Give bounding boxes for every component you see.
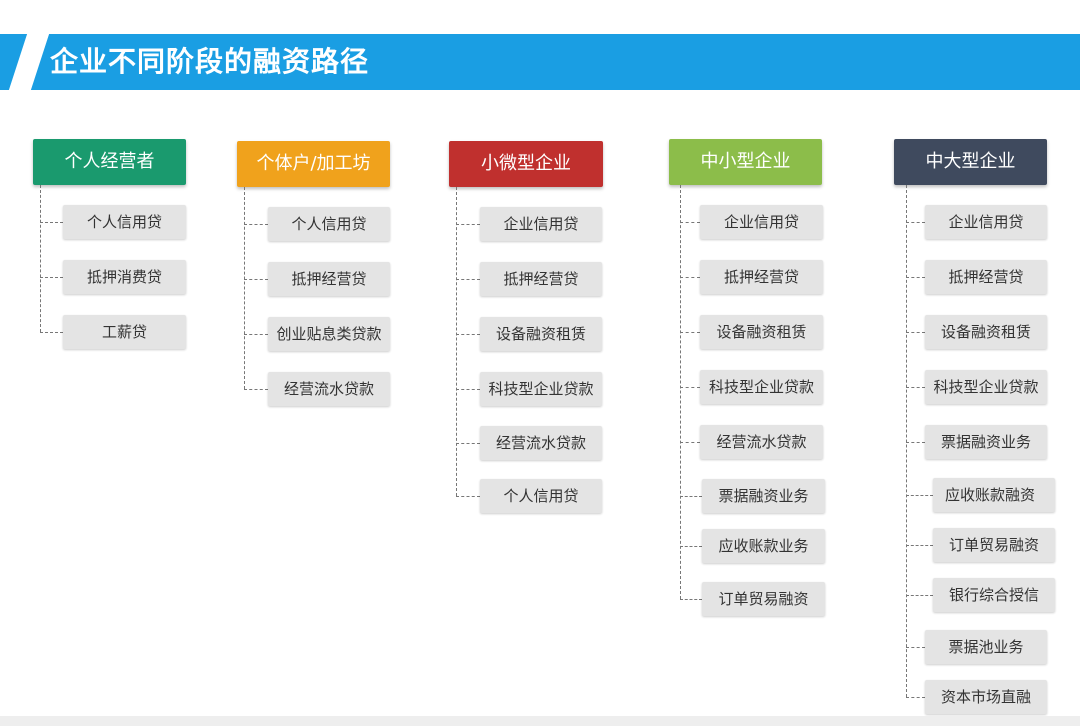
financing-item: 个人信用贷 xyxy=(268,207,390,241)
financing-item: 科技型企业贷款 xyxy=(480,372,602,406)
financing-item: 个人信用贷 xyxy=(480,479,602,513)
financing-item: 抵押经营贷 xyxy=(268,262,390,296)
financing-item: 订单贸易融资 xyxy=(933,528,1055,562)
tree-branch xyxy=(456,279,480,280)
tree-connector-line xyxy=(906,185,907,697)
tree-branch xyxy=(680,496,702,497)
financing-item: 设备融资租赁 xyxy=(700,315,823,349)
tree-connector-line xyxy=(680,185,681,599)
tree-branch xyxy=(680,442,700,443)
financing-item: 设备融资租赁 xyxy=(480,317,602,351)
tree-branch xyxy=(680,387,700,388)
page-title: 企业不同阶段的融资路径 xyxy=(50,45,370,78)
tree-branch xyxy=(680,277,700,278)
tree-branch xyxy=(906,595,933,596)
tree-branch xyxy=(906,277,925,278)
financing-item: 票据融资业务 xyxy=(702,479,825,513)
stage-header: 中大型企业 xyxy=(894,139,1047,185)
tree-connector-line xyxy=(456,187,457,496)
tree-branch xyxy=(906,495,933,496)
tree-branch xyxy=(680,599,702,600)
financing-item: 抵押经营贷 xyxy=(925,260,1047,294)
tree-branch xyxy=(906,647,925,648)
financing-item: 企业信用贷 xyxy=(700,205,823,239)
tree-branch xyxy=(244,389,268,390)
tree-branch xyxy=(40,277,63,278)
stage-header: 个体户/加工坊 xyxy=(237,141,390,187)
tree-branch xyxy=(456,443,480,444)
tree-branch xyxy=(456,334,480,335)
financing-item: 应收账款融资 xyxy=(933,478,1055,512)
financing-item: 科技型企业贷款 xyxy=(925,370,1047,404)
financing-item: 企业信用贷 xyxy=(925,205,1047,239)
tree-branch xyxy=(456,389,480,390)
tree-branch xyxy=(40,332,63,333)
financing-item: 票据融资业务 xyxy=(925,425,1047,459)
financing-item: 抵押消费贷 xyxy=(63,260,186,294)
tree-branch xyxy=(456,224,480,225)
tree-branch xyxy=(906,387,925,388)
tree-branch xyxy=(680,222,700,223)
stage-header: 个人经营者 xyxy=(33,139,186,185)
financing-item: 票据池业务 xyxy=(925,630,1047,664)
tree-branch xyxy=(906,332,925,333)
tree-connector-line xyxy=(244,187,245,389)
tree-branch xyxy=(244,279,268,280)
financing-item: 个人信用贷 xyxy=(63,205,186,239)
financing-item: 经营流水贷款 xyxy=(268,372,390,406)
tree-branch xyxy=(906,442,925,443)
tree-branch xyxy=(40,222,63,223)
tree-connector-line xyxy=(40,185,41,332)
tree-branch xyxy=(906,222,925,223)
financing-item: 订单贸易融资 xyxy=(702,582,825,616)
stage-header: 中小型企业 xyxy=(669,139,822,185)
financing-item: 抵押经营贷 xyxy=(480,262,602,296)
financing-item: 经营流水贷款 xyxy=(480,426,602,460)
financing-item: 设备融资租赁 xyxy=(925,315,1047,349)
tree-branch xyxy=(244,224,268,225)
financing-item: 应收账款业务 xyxy=(702,529,825,563)
stage-header: 小微型企业 xyxy=(449,141,603,187)
tree-branch xyxy=(244,334,268,335)
financing-item: 企业信用贷 xyxy=(480,207,602,241)
bottom-band xyxy=(0,716,1080,726)
financing-item: 银行综合授信 xyxy=(933,578,1055,612)
financing-item: 科技型企业贷款 xyxy=(700,370,823,404)
tree-branch xyxy=(906,545,933,546)
financing-item: 资本市场直融 xyxy=(925,680,1047,714)
title-bar xyxy=(0,34,1080,90)
financing-item: 工薪贷 xyxy=(63,315,186,349)
tree-branch xyxy=(680,332,700,333)
tree-branch xyxy=(456,496,480,497)
tree-branch xyxy=(680,546,702,547)
tree-branch xyxy=(906,697,925,698)
financing-item: 抵押经营贷 xyxy=(700,260,823,294)
financing-item: 创业贴息类贷款 xyxy=(268,317,390,351)
financing-item: 经营流水贷款 xyxy=(700,425,823,459)
